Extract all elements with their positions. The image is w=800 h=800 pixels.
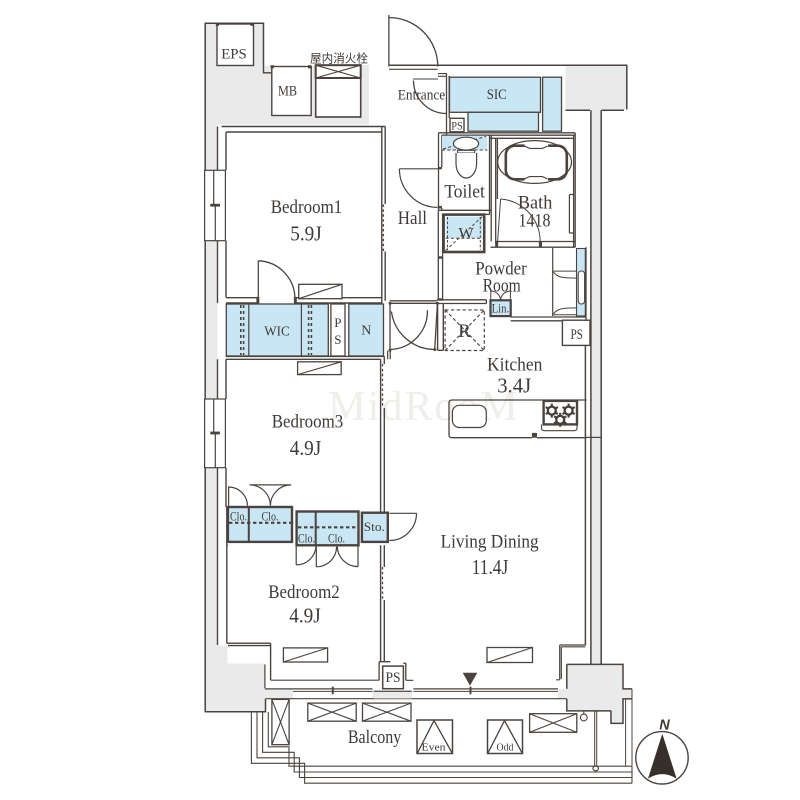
svg-text:Bedroom1: Bedroom1 — [271, 197, 343, 218]
svg-text:PS: PS — [451, 118, 463, 132]
svg-text:P: P — [334, 315, 341, 330]
svg-text:5.9J: 5.9J — [290, 222, 322, 246]
svg-text:WIC: WIC — [264, 324, 290, 339]
svg-text:Bedroom2: Bedroom2 — [268, 582, 340, 603]
svg-text:W: W — [458, 226, 474, 243]
svg-text:S: S — [334, 332, 341, 347]
svg-text:屋内消火栓: 屋内消火栓 — [310, 51, 368, 66]
svg-text:N: N — [361, 324, 371, 339]
svg-text:Clo.: Clo. — [298, 530, 315, 545]
svg-text:1418: 1418 — [519, 211, 551, 232]
svg-text:Bedroom3: Bedroom3 — [272, 412, 344, 433]
svg-text:Bath: Bath — [518, 193, 553, 214]
svg-text:Clo.: Clo. — [230, 508, 247, 523]
svg-text:Clo.: Clo. — [328, 530, 345, 545]
svg-text:Living Dining: Living Dining — [441, 532, 539, 553]
svg-text:PS: PS — [570, 327, 583, 343]
svg-text:Hall: Hall — [398, 208, 427, 229]
svg-text:MidRooM: MidRooM — [328, 384, 519, 430]
svg-text:SIC: SIC — [487, 87, 507, 103]
svg-text:Entrance: Entrance — [398, 88, 446, 104]
svg-text:Balcony: Balcony — [348, 727, 402, 748]
svg-text:Room: Room — [483, 275, 521, 296]
svg-text:Kitchen: Kitchen — [487, 354, 543, 375]
svg-text:PS: PS — [386, 670, 401, 686]
svg-text:Even: Even — [422, 742, 447, 753]
svg-text:4.9J: 4.9J — [290, 436, 322, 460]
svg-text:11.4J: 11.4J — [472, 555, 509, 579]
svg-text:3.4J: 3.4J — [497, 374, 531, 398]
svg-text:R: R — [458, 321, 471, 342]
svg-text:MB: MB — [278, 84, 297, 100]
svg-text:Powder: Powder — [475, 258, 527, 279]
svg-text:N: N — [659, 717, 670, 733]
svg-text:Sto.: Sto. — [364, 519, 385, 534]
svg-text:Lin.: Lin. — [492, 302, 510, 316]
svg-text:Toilet: Toilet — [444, 182, 485, 203]
svg-text:Odd: Odd — [497, 742, 515, 753]
svg-text:EPS: EPS — [221, 47, 247, 63]
svg-text:Clo.: Clo. — [262, 508, 279, 523]
svg-text:4.9J: 4.9J — [289, 604, 321, 628]
